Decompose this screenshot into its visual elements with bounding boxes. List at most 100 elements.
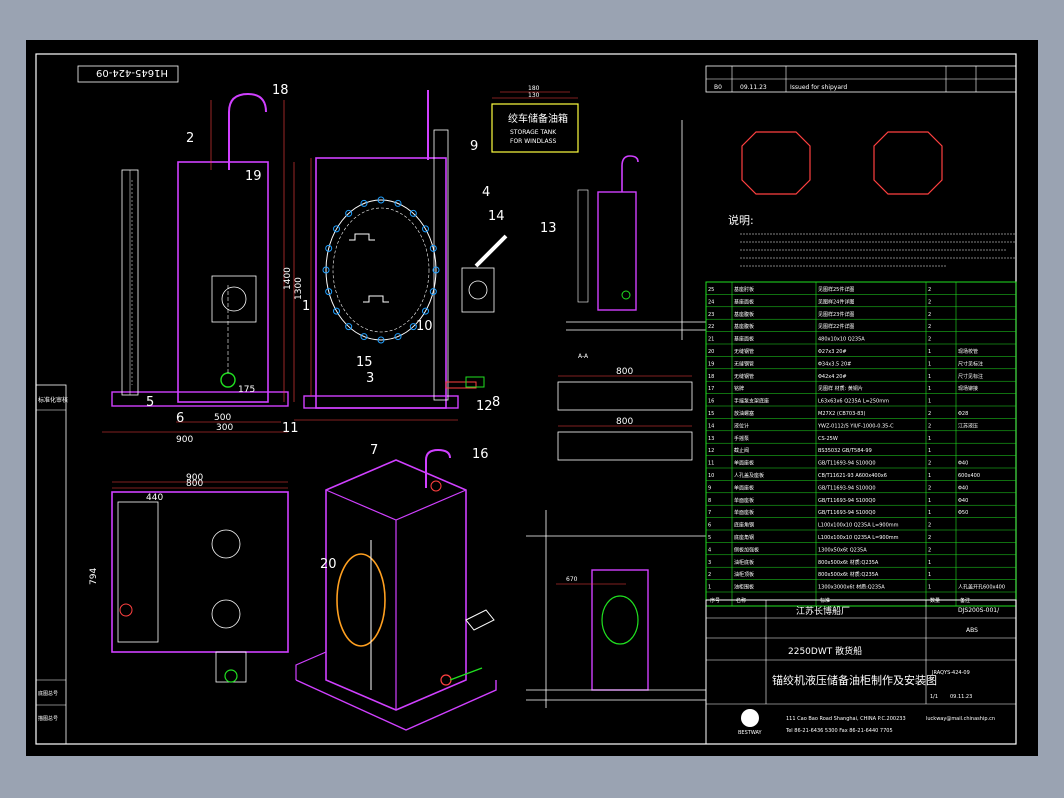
bom-cell: Φ28 [958, 411, 968, 417]
bom-cell: 单面座板 [734, 460, 754, 467]
bom-cell: 尺寸见标注 [958, 360, 983, 367]
bolt-hole [325, 288, 333, 296]
bom-cell: 11 [708, 461, 714, 467]
sign-box2-label: 底图总号 [38, 690, 58, 697]
bom-cell: GB/T11693-94 S100Q0 [818, 510, 876, 516]
bom-cell: 截止阀 [734, 447, 749, 454]
bolt-hole [360, 333, 368, 341]
bom-cell: 1 [928, 498, 931, 504]
plate-sub1: STORAGE TANK [510, 129, 557, 136]
bom-cell: 江苏液压 [958, 422, 978, 429]
bom-cell: 2 [928, 535, 931, 541]
dim-900-plan: 900 [186, 473, 203, 483]
bom-cell: 基座面板 [734, 336, 754, 343]
bom-cell: L100x100x10 Q235A L=900mm [818, 535, 899, 541]
part-balloon: 20 [320, 557, 337, 572]
bom-cell: 16 [708, 399, 714, 405]
part-balloon: 4 [482, 185, 490, 200]
bestway-logo [741, 709, 759, 727]
sign-box3-label: 描图总号 [38, 715, 58, 722]
bom-cell: 底座角钢 [734, 534, 754, 541]
dim-440: 440 [146, 493, 163, 503]
bom-cell: GB/T11693-94 S100Q0 [818, 485, 876, 491]
part-balloon: 18 [272, 83, 289, 98]
bolt-hole [429, 244, 437, 252]
company-name: 江苏长博船厂 [796, 605, 850, 617]
bom-cell: 15 [708, 411, 714, 417]
bom-cell: YWZ-0112/S YII/F-1000-0.35-C [817, 423, 894, 429]
bom-cell: 基座腹板 [734, 311, 754, 318]
bom-cell: BS35032 GB/T584-99 [818, 448, 872, 454]
rail-details [557, 375, 693, 461]
bom-cell: 无缝钢管 [734, 348, 754, 355]
bolt-hole [325, 244, 333, 252]
bom-cell: 1 [928, 585, 931, 591]
part-balloon: 9 [470, 139, 478, 154]
bom-cell: L100x100x10 Q235A L=900mm [818, 523, 899, 529]
base-plate-details [741, 131, 943, 195]
drawing-title: 锚绞机液压储备油柜制作及安装图 [772, 673, 937, 687]
bom-cell: Φ27x3 20# [818, 349, 847, 355]
bom-cell: Φ50 [958, 510, 968, 516]
bom-cell: 1 [928, 399, 931, 405]
rev-date: 09.11.23 [740, 84, 767, 91]
top-plan-view [111, 481, 289, 683]
dim-175: 175 [238, 385, 255, 395]
bom-cell: 2 [708, 572, 711, 578]
bom-cell: 侧板加强板 [734, 546, 759, 553]
plate-dim-180: 180 [528, 85, 540, 92]
bom-cell: 2 [928, 287, 931, 293]
bom-cell: 17 [708, 386, 714, 392]
title-block [705, 599, 1017, 745]
bolt-hole [333, 307, 341, 315]
bom-cell: Φ40 [958, 461, 968, 467]
bom-cell: 1 [928, 436, 931, 442]
part-balloon: 16 [472, 447, 489, 462]
part-balloon: 5 [146, 395, 154, 410]
bolt-hole [432, 266, 440, 274]
revision-block [705, 65, 1017, 93]
plate-sub2: FOR WINDLASS [510, 138, 556, 145]
drawing-no: JRAQYS-424-09 [931, 670, 970, 676]
bom-cell: 24 [708, 299, 714, 305]
bolt-hole [345, 209, 353, 217]
bom-cell: Φ42x4 20# [818, 374, 847, 380]
address: 111 Cao Bao Road Shanghai, CHINA P.C.200… [786, 716, 906, 722]
bom-cell: 油柜顶板 [734, 571, 754, 578]
bom-cell: 见图样24件详图 [818, 298, 854, 305]
bom-cell: 见图样 材质: 黄铜片 [818, 385, 863, 392]
cad-canvas: 标准化审核 底图总号 描图总号 H1645-424-09 900 300 500… [35, 53, 1017, 745]
bom-cell: 基座腹板 [734, 323, 754, 330]
bom-cell: 20 [708, 349, 714, 355]
bom-cell: 23 [708, 312, 714, 318]
bolt-hole [394, 199, 402, 207]
deck-installation-view [526, 510, 706, 708]
bom-cell: 2 [928, 485, 931, 491]
bom-cell: 2 [928, 411, 931, 417]
bom-cell: 13 [708, 436, 714, 442]
bom-cell: 人孔盖及座板 [734, 472, 764, 479]
section-label: A-A [578, 353, 589, 360]
bom-cell: 1300x50x6t Q235A [818, 547, 867, 553]
sign-box-label: 标准化审核 [38, 396, 68, 404]
bom-cell: 油柜围板 [734, 584, 754, 591]
bolt-hole [377, 196, 385, 204]
dim-800-rail-b: 800 [616, 417, 633, 427]
bom-cell: 9 [708, 485, 711, 491]
bom-cell: 2 [928, 423, 931, 429]
bom-cell: 尺寸见标注 [958, 373, 983, 380]
contact-email: luckway@mail.chinaship.cn [926, 716, 995, 722]
dim-800-rail-a: 800 [616, 367, 633, 377]
contact-tel: Tel 86-21-6436 5300 Fax 86-21-6440 7705 [785, 728, 893, 734]
dim-1300: 1300 [294, 277, 304, 300]
bom-cell: 5 [708, 535, 711, 541]
part-balloon: 1 [302, 299, 310, 314]
bom-cell: 2 [928, 523, 931, 529]
bom-cell: 2 [928, 461, 931, 467]
bolt-hole [429, 288, 437, 296]
bom-cell: 1 [928, 572, 931, 578]
bom-cell: 1 [928, 374, 931, 380]
bom-cell: CS-25W [818, 436, 838, 442]
bom-cell: 2 [928, 299, 931, 305]
